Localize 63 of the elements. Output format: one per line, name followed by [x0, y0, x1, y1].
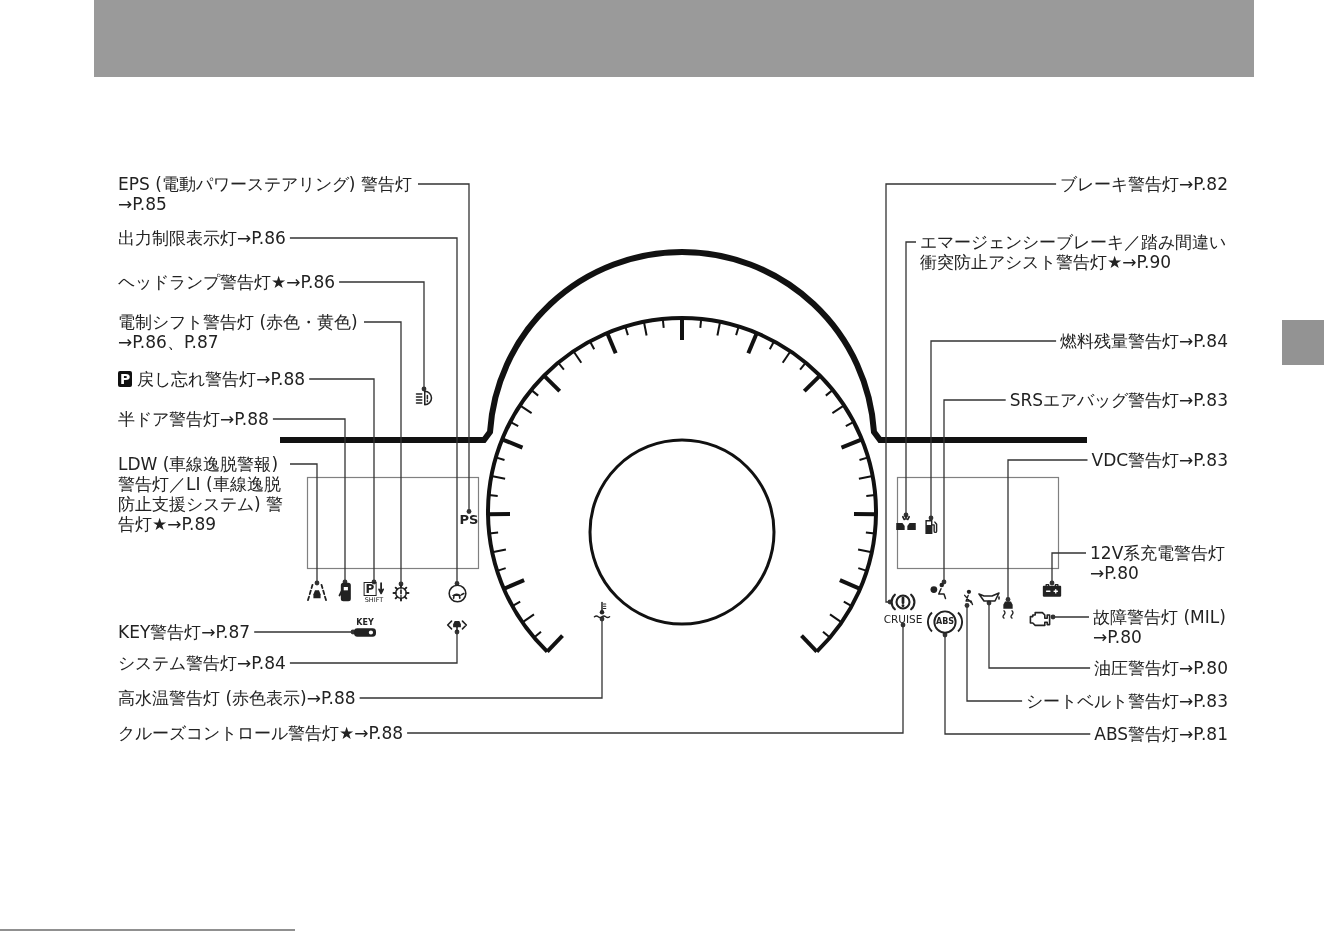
- airbag-icon: [929, 582, 947, 600]
- leader-line: [289, 629, 460, 664]
- car-arrows-icon: [446, 618, 468, 632]
- callout-label: ヘッドランプ警告灯★→P.86: [118, 272, 336, 292]
- leader-line: [338, 281, 427, 392]
- leader-line: [928, 340, 1057, 521]
- fuel-pump-icon: [924, 518, 938, 536]
- abs-indicator: ABS: [927, 609, 963, 635]
- battery-icon: [1042, 583, 1062, 597]
- leader-line: [941, 399, 1007, 585]
- oil-can-icon: [977, 591, 1001, 603]
- callout-label: ブレーキ警告灯→P.82: [1060, 174, 1228, 194]
- callout-label: システム警告灯→P.84: [118, 653, 286, 673]
- callout-label: 半ドア警告灯→P.88: [118, 409, 269, 429]
- turtle-icon: [447, 583, 467, 603]
- callout-label: 12V系充電警告灯→P.80: [1090, 543, 1228, 583]
- leader-line: [308, 378, 377, 585]
- leader-line: [253, 629, 356, 635]
- callout-label: 故障警告灯 (MIL) →P.80: [1093, 607, 1228, 647]
- callout-label: 電制シフト警告灯 (赤色・黄色) →P.86、P.87: [118, 312, 360, 352]
- leader-line: [358, 616, 605, 699]
- callout-label: EPS (電動パワーステアリング) 警告灯→P.85: [118, 174, 414, 214]
- leader-line: [986, 600, 1091, 669]
- leader-line: [964, 603, 1023, 702]
- exclamation-circle-icon: [890, 592, 916, 612]
- collision-icon: [895, 515, 917, 531]
- callout-label: シートベルト警告灯→P.83: [1026, 691, 1228, 711]
- callout-label: エマージェンシーブレーキ／踏み間違い衝突防止アシスト警告灯★→P.90: [920, 232, 1228, 272]
- leader-line: [406, 622, 906, 734]
- park-letter: P: [118, 371, 133, 387]
- callout-label: 出力制限表示灯→P.86: [118, 228, 286, 248]
- callout-label: 高水温警告灯 (赤色表示)→P.88: [118, 688, 356, 708]
- car-door-icon: [338, 582, 352, 602]
- leader-line: [363, 321, 404, 587]
- engine-icon: [1027, 611, 1053, 627]
- leader-line: [1005, 459, 1089, 602]
- ps-indicator: PS: [459, 511, 479, 527]
- cruise-indicator: CRUISE: [883, 613, 923, 625]
- leader-line: [942, 632, 1091, 735]
- leader-line: [289, 463, 320, 586]
- callout-label: SRSエアバッグ警告灯→P.83: [1009, 390, 1228, 410]
- leader-line: [289, 237, 460, 586]
- callout-label: VDC警告灯→P.83: [1091, 450, 1228, 470]
- callout-label: ABS警告灯→P.81: [1094, 724, 1228, 744]
- callout-label: KEY警告灯→P.87: [118, 622, 251, 642]
- gear-warning-icon: [392, 584, 410, 602]
- skidding-car-icon: [1000, 599, 1016, 619]
- callout-label: 戻し忘れ警告灯→P.88: [137, 369, 306, 389]
- leader-line: [417, 183, 472, 514]
- leader-line: [272, 418, 348, 585]
- lane-car-icon: [306, 583, 328, 601]
- leader-line: [1050, 614, 1090, 620]
- key-caption: KEY: [356, 618, 374, 627]
- thermometer-icon: [593, 601, 611, 619]
- callout-label: 燃料残量警告灯→P.84: [1060, 331, 1228, 351]
- callout-label: クルーズコントロール警告灯★→P.88: [118, 723, 404, 743]
- leader-line: [885, 183, 1057, 605]
- callout-label: 油圧警告灯→P.80: [1094, 658, 1228, 678]
- headlamp-icon: [415, 389, 433, 407]
- shift-position-letter: P: [363, 582, 377, 596]
- leader-line: [903, 241, 917, 518]
- leader-line: [1049, 552, 1087, 586]
- callout-label: LDW (車線逸脱警報)警告灯／LI (車線逸脱防止支援システム) 警告灯★→P.89: [118, 454, 286, 534]
